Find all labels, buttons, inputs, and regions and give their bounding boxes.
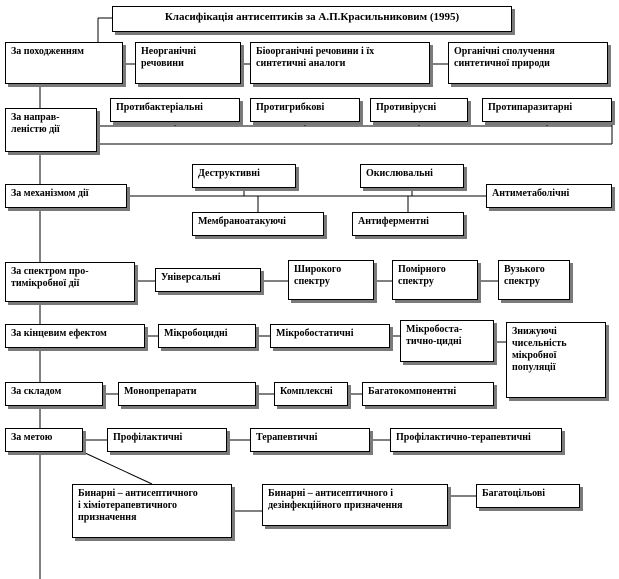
connector-line: [82, 451, 153, 485]
item-narrow-spectrum: Вузького спектру: [498, 260, 570, 300]
item-monopreparations: Монопрепарати: [118, 382, 256, 406]
category-composition: За складом: [5, 382, 103, 406]
item-prophylactic: Профілактичні: [107, 428, 227, 452]
item-antifungal: Протигрибкові: [250, 98, 360, 122]
category-purpose: За метою: [5, 428, 83, 452]
item-binary-chemotherapeutic: Бинарні – антисептичного і хіміотерапевт…: [72, 484, 232, 538]
category-spectrum: За спектром про- тимікробної дії: [5, 262, 135, 302]
item-antienzymatic: Антиферментні: [352, 212, 464, 236]
item-antiparasitic: Протипаразитарні: [482, 98, 612, 122]
item-destructive: Деструктивні: [192, 164, 296, 188]
category-origin: За походженням: [5, 42, 123, 84]
item-population-reducing: Знижуючі чисельність мікробної популяції: [506, 322, 606, 398]
item-microbocidal: Мікробоцидні: [158, 324, 256, 348]
item-microbostatic-cidal: Мікробоста- тично-цидні: [400, 320, 494, 362]
diagram-title: Класифікація антисептиків за А.П.Красиль…: [112, 6, 512, 32]
item-antiviral: Противірусні: [370, 98, 468, 122]
item-oxidizing: Окислювальні: [360, 164, 464, 188]
item-moderate-spectrum: Помірного спектру: [392, 260, 478, 300]
item-microbostatic: Мікробостатичні: [270, 324, 390, 348]
item-multipurpose: Багатоцільові: [476, 484, 580, 508]
item-membrane-attacking: Мембраноатакуючі: [192, 212, 324, 236]
item-antibacterial: Протибактеріальні: [110, 98, 240, 122]
category-final-effect: За кінцевим ефектом: [5, 324, 145, 348]
item-bioorganic: Біоорганічні речовини і їх синтетичні ан…: [250, 42, 430, 84]
item-antimetabolic: Антиметаболічні: [486, 184, 612, 208]
item-universal: Універсальні: [155, 268, 261, 292]
item-binary-disinfection: Бинарні – антисептичного і дезінфекційно…: [262, 484, 448, 526]
item-complex: Комплексні: [274, 382, 348, 406]
item-broad-spectrum: Широкого спектру: [288, 260, 374, 300]
category-mechanism: За механізмом дії: [5, 184, 127, 208]
item-inorganic: Неорганічні речовини: [135, 42, 241, 84]
item-therapeutic: Терапевтичні: [250, 428, 370, 452]
category-directionality: За направ- леністю дії: [5, 108, 97, 152]
item-prophylactic-therapeutic: Профілактично-терапевтичні: [390, 428, 562, 452]
item-multicomponent: Багатокомпонентні: [362, 382, 494, 406]
item-organic-synthetic: Органічні сполучення синтетичної природи: [448, 42, 608, 84]
